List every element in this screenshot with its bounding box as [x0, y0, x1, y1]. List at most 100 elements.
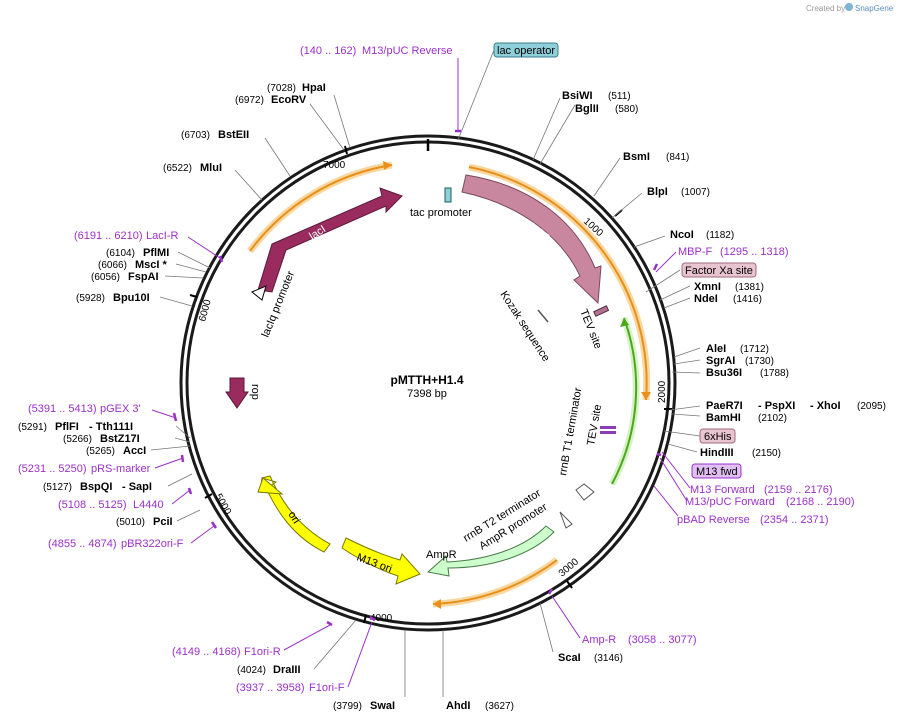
- primer-laci-r-range: (6191 .. 6210): [74, 230, 143, 242]
- primer-m13-forward-range: (2159 .. 2176): [764, 484, 833, 496]
- site-fspAI-pos: (6056): [91, 272, 120, 283]
- site-ncoI-pos: (1182): [706, 230, 734, 241]
- site-scaI-pos: (3146): [594, 653, 623, 664]
- feature-rop-label: rop: [249, 384, 261, 400]
- site-xmnI-name: XmnI: [694, 281, 721, 293]
- primer-m13puc-fwd-range: (2168 .. 2190): [786, 496, 855, 508]
- lacIq-promoter-arrow: [251, 285, 267, 301]
- site-paeR7I-name: PaeR7I: [706, 400, 743, 412]
- primer-m13-forward-name: M13 Forward: [690, 484, 755, 496]
- site-bstEII-name: BstEII: [218, 129, 249, 141]
- site-draIII-pos: (4024): [237, 665, 266, 676]
- feature-ori-label: ori: [285, 509, 302, 526]
- factor-xa-label: Factor Xa site: [685, 265, 753, 277]
- site-bsmI-pos: (841): [666, 152, 689, 163]
- site-mscI-name: MscI *: [135, 259, 168, 271]
- site-hpaI-name: HpaI: [302, 82, 326, 94]
- his6-box: [699, 428, 736, 444]
- backbone-outer: [179, 134, 677, 632]
- ori-arrowhead: [257, 477, 284, 495]
- site-ecoRV-name: EcoRV: [271, 94, 307, 106]
- site-bamHI-pos: (2102): [758, 413, 787, 424]
- rrnB-T2-terminator-arrow: [559, 511, 573, 529]
- tick-7000: 7000: [323, 160, 346, 171]
- tick-2000: 2000: [657, 380, 668, 403]
- feature-MBP-arrow: [461, 174, 602, 305]
- site-pciI-name: PciI: [153, 516, 173, 528]
- orf-mbp-arrowhead: [641, 392, 651, 400]
- primer-pgex3-range: (5391 .. 5413): [28, 403, 97, 415]
- primer-laci-r-name: LacI-R: [146, 230, 178, 242]
- site-pflFI-name: PflFI: [55, 421, 79, 433]
- primer-f1ori-r-range: (4149 .. 4168): [172, 646, 241, 658]
- site-bpu10I-name: Bpu10I: [113, 292, 150, 304]
- site-draIII-name: DraIII: [273, 664, 301, 676]
- site-sgrAI-pos: (1730): [745, 356, 774, 367]
- feature-tac-promoter-label: tac promoter: [410, 207, 472, 219]
- site-bsmI-name: BsmI: [623, 151, 650, 163]
- site-bsu36I-name: Bsu36I: [706, 367, 742, 379]
- site-mluI-name: MluI: [200, 162, 222, 174]
- site-aleI-pos: (1712): [740, 344, 769, 355]
- lac-operator-mark: [444, 187, 452, 203]
- tick-4000: 4000: [370, 613, 393, 624]
- primer-l4440-range: (5108 .. 5125): [58, 499, 127, 511]
- plasmid-name: pMTTH+H1.4: [390, 373, 463, 387]
- plasmid-length: 7398 bp: [407, 388, 447, 400]
- his6-label: 6xHis: [704, 431, 732, 443]
- feature-kozak-label: Kozak sequence: [497, 289, 551, 364]
- site-blpI-pos: (1007): [681, 187, 710, 198]
- site-ecoRV-pos: (6972): [235, 95, 264, 106]
- site-bsiWI-pos: (511): [608, 91, 631, 102]
- site-paeR7I-pos: (2095): [857, 401, 886, 412]
- green-arc: [611, 317, 638, 485]
- site-hindIII-name: HindIII: [700, 447, 734, 459]
- site-sapI-name: - SapI: [122, 481, 152, 493]
- site-bstEII-pos: (6703): [181, 130, 210, 141]
- feature-AmpR-arrow: [426, 525, 555, 577]
- primer-pbr322ori-name: pBR322ori-F: [121, 538, 184, 550]
- site-aleI-name: AleI: [706, 343, 726, 355]
- orf-arc-mbp: [468, 166, 648, 401]
- tick-5000: 5000: [212, 492, 233, 517]
- primer-f1ori-f-name: F1ori-F: [309, 682, 345, 694]
- feature-rop-arrow: [225, 377, 249, 409]
- site-fspAI-name: FspAI: [128, 271, 159, 283]
- site-ncoI-name: NcoI: [670, 229, 694, 241]
- site-pflMI-name: PflMI: [143, 247, 169, 259]
- site-pciI-pos: (5010): [116, 517, 145, 528]
- site-bstZ17I-pos: (5266): [63, 434, 92, 445]
- site-blpI-name: BlpI: [647, 186, 668, 198]
- primer-f1ori-f-range: (3937 .. 3958): [236, 682, 305, 694]
- primer-f1ori-r-name: F1ori-R: [244, 646, 281, 658]
- site-hpaI-pos: (7028): [267, 83, 296, 94]
- orf-arc-lacI: [249, 164, 393, 252]
- primer-pbad-rev-range: (2354 .. 2371): [760, 514, 829, 526]
- orf-amp-arrowhead: [433, 599, 441, 609]
- primer-mbp-f-range: (1295 .. 1318): [720, 246, 789, 258]
- site-pflMI-pos: (6104): [106, 248, 135, 259]
- site-accI-name: AccI: [123, 445, 146, 457]
- tev-site-1-mark: [593, 305, 610, 317]
- site-bstZ17I-name: BstZ17I: [100, 433, 140, 445]
- site-ahdI-pos: (3627): [485, 701, 514, 712]
- site-mluI-pos: (6522): [163, 163, 192, 174]
- lac-operator-label: lac operator: [497, 45, 555, 57]
- orf-lacI-arrowhead: [383, 161, 392, 170]
- feature-AmpR-label: AmpR: [426, 549, 457, 561]
- primer-pbad-rev-name: pBAD Reverse: [677, 514, 750, 526]
- factor-xa-box: [681, 262, 757, 278]
- tev-site-2-mark: [600, 426, 616, 429]
- site-hindIII-pos: (2150): [752, 448, 781, 459]
- site-leader-lines: [150, 49, 701, 697]
- site-sgrAI-name: SgrAI: [706, 355, 735, 367]
- site-xmnI-pos: (1381): [735, 282, 764, 293]
- site-bpu10I-pos: (5928): [76, 293, 105, 304]
- his-mark: [600, 431, 616, 434]
- site-bsiWI-name: BsiWI: [562, 90, 593, 102]
- lac-operator-box: [493, 42, 559, 58]
- site-swaI-name: SwaI: [370, 700, 395, 712]
- m13fwd-box: [691, 463, 742, 479]
- snapgene-logo-icon: [845, 3, 853, 11]
